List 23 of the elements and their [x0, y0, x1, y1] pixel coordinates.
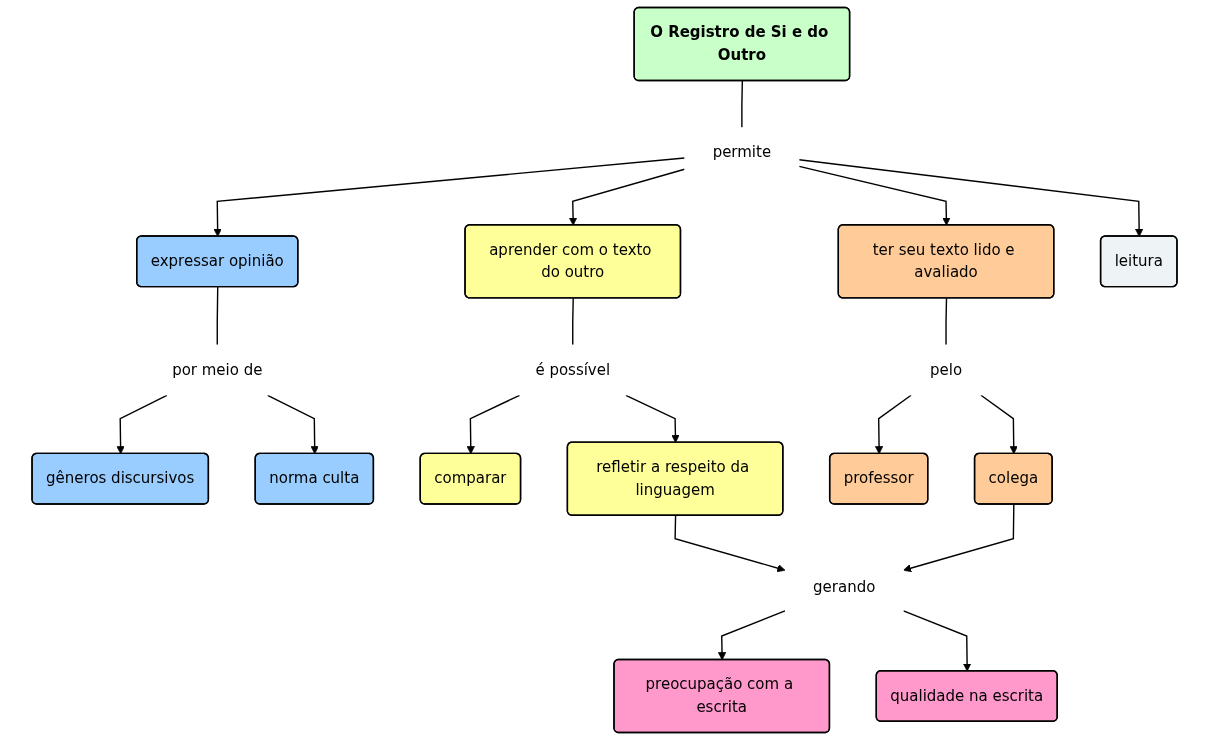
arrow — [568, 168, 686, 226]
arrow — [213, 157, 686, 237]
arrow — [717, 610, 786, 661]
node-text: é possível — [535, 360, 611, 379]
arrow — [874, 394, 912, 455]
connector — [572, 297, 574, 346]
arrow — [798, 159, 1144, 237]
node-text: pelo — [930, 360, 963, 379]
arrow — [980, 394, 1018, 455]
arrow — [625, 394, 680, 443]
arrow — [674, 514, 786, 573]
node-text: gerando — [813, 577, 876, 596]
arrow — [116, 394, 168, 455]
connector — [945, 297, 948, 346]
connector — [216, 286, 219, 346]
arrow — [903, 503, 1015, 573]
node-text: por meio de — [172, 360, 263, 379]
arrow — [798, 165, 951, 226]
arrow — [902, 610, 972, 672]
connector — [741, 80, 744, 129]
node-text: permite — [712, 143, 772, 162]
arrow — [466, 394, 521, 455]
arrow — [266, 394, 319, 455]
